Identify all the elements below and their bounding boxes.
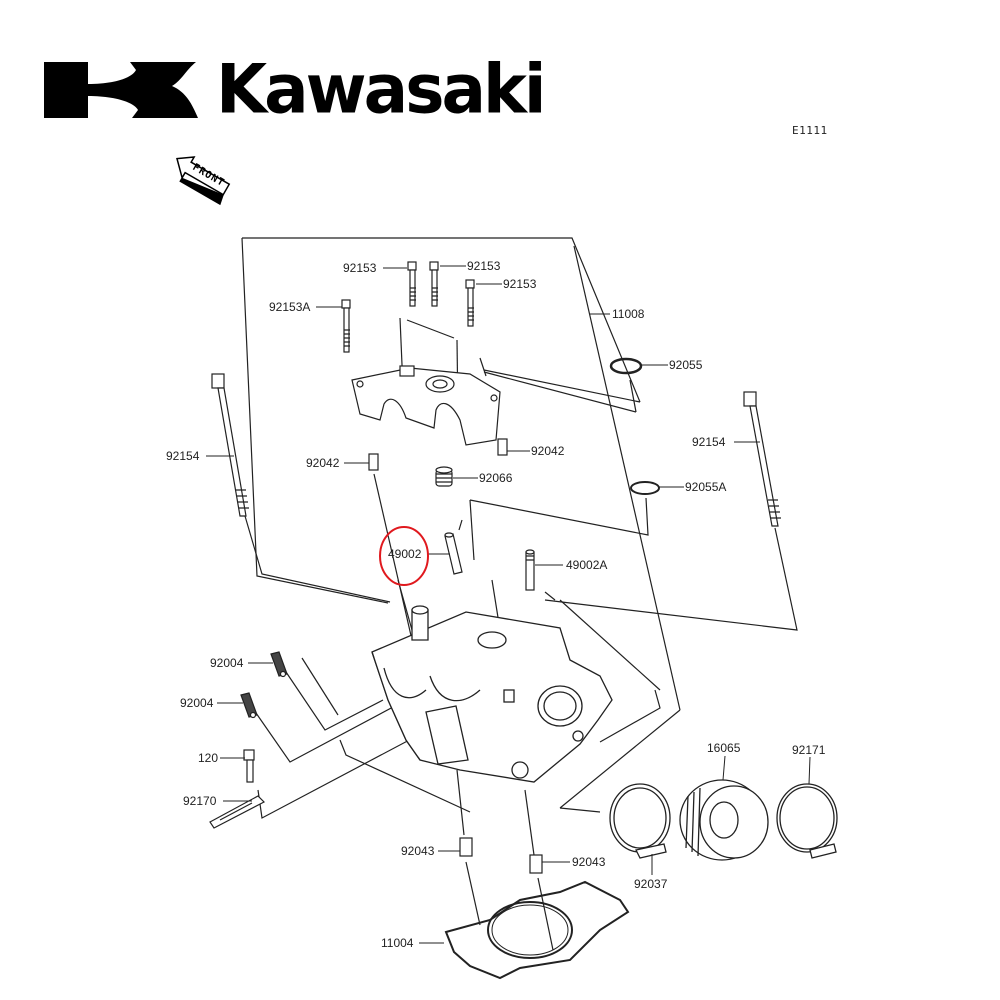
kawasaki-k-emblem-icon bbox=[44, 62, 198, 118]
part-label-49002A[interactable]: 49002A bbox=[566, 558, 608, 572]
valve-guide-49002-icon bbox=[444, 532, 463, 575]
camshaft-holder-icon bbox=[351, 365, 501, 446]
bolt-120-icon bbox=[243, 749, 255, 783]
part-label-92171[interactable]: 92171 bbox=[792, 743, 826, 757]
dowel-92042-left-icon bbox=[368, 453, 379, 471]
part-label-16065[interactable]: 16065 bbox=[707, 741, 741, 755]
bracket-92170-icon bbox=[209, 795, 266, 829]
part-label-92042-left[interactable]: 92042 bbox=[306, 456, 340, 470]
bolt-92153A-icon bbox=[341, 299, 351, 353]
clamp-92037-icon bbox=[609, 783, 671, 859]
part-label-92153-c[interactable]: 92153 bbox=[503, 277, 537, 291]
dowel-92043-left-icon bbox=[459, 837, 473, 857]
part-label-92004-b[interactable]: 92004 bbox=[180, 696, 214, 710]
part-label-92066[interactable]: 92066 bbox=[479, 471, 513, 485]
part-label-92043-right[interactable]: 92043 bbox=[572, 855, 606, 869]
stud-bolt-92154-left-icon bbox=[211, 373, 249, 517]
part-label-11008[interactable]: 11008 bbox=[612, 307, 645, 321]
part-label-49002[interactable]: 49002 bbox=[388, 547, 422, 561]
kawasaki-logo: Kawasaki bbox=[44, 50, 547, 129]
clamp-92171-icon bbox=[776, 783, 838, 859]
bolt-92153-c-icon bbox=[465, 279, 475, 327]
oring-92055A-icon bbox=[630, 481, 660, 495]
stud-92004-b-icon bbox=[240, 692, 258, 719]
part-label-92153-b[interactable]: 92153 bbox=[467, 259, 501, 273]
part-label-92154-right[interactable]: 92154 bbox=[692, 435, 726, 449]
bolt-92153-b-icon bbox=[429, 261, 439, 307]
oring-92055-icon bbox=[609, 357, 643, 375]
part-label-92043-left[interactable]: 92043 bbox=[401, 844, 435, 858]
cylinder-head-icon bbox=[371, 605, 613, 783]
part-label-92055[interactable]: 92055 bbox=[669, 358, 703, 372]
part-label-120[interactable]: 120 bbox=[198, 751, 219, 765]
carburetor-holder-16065-icon bbox=[679, 779, 769, 861]
part-label-92004-a[interactable]: 92004 bbox=[210, 656, 244, 670]
head-gasket-11004-icon bbox=[444, 880, 630, 980]
part-label-92042-right[interactable]: 92042 bbox=[531, 444, 565, 458]
plug-92066-icon bbox=[435, 466, 453, 487]
diagram-code: E1111 bbox=[792, 124, 828, 137]
brand-name: Kawasaki bbox=[216, 50, 547, 129]
part-label-92170[interactable]: 92170 bbox=[183, 794, 217, 808]
part-label-92153[interactable]: 92153 bbox=[343, 261, 377, 275]
stud-92004-a-icon bbox=[270, 651, 288, 678]
highlight-circle-49002 bbox=[379, 526, 429, 586]
dowel-92043-right-icon bbox=[529, 854, 543, 874]
part-label-92154-left[interactable]: 92154 bbox=[166, 449, 200, 463]
part-label-92153A[interactable]: 92153A bbox=[269, 300, 311, 314]
dowel-92042-right-icon bbox=[497, 438, 508, 456]
stud-bolt-92154-right-icon bbox=[743, 391, 781, 527]
valve-guide-49002A-icon bbox=[525, 549, 535, 591]
part-label-11004[interactable]: 11004 bbox=[381, 936, 414, 950]
front-arrow-icon bbox=[176, 156, 231, 206]
bolt-92153-icon bbox=[407, 261, 417, 307]
part-label-92037[interactable]: 92037 bbox=[634, 877, 668, 891]
part-label-92055A[interactable]: 92055A bbox=[685, 480, 727, 494]
